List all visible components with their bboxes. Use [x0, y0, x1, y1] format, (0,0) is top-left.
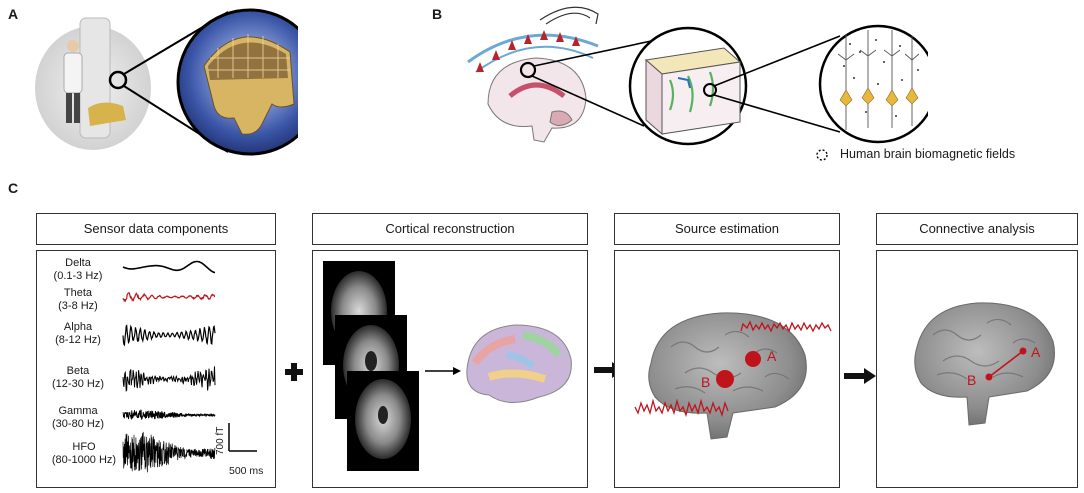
connect-label-a: A — [1031, 344, 1041, 360]
theta-waveform — [122, 292, 216, 303]
brain-source-illustration — [467, 6, 928, 146]
source-estimation-brain: A B — [634, 312, 832, 440]
band-label-alpha: Alpha(8-12 Hz) — [43, 321, 113, 347]
scale-amplitude-label: 700 fT — [215, 426, 226, 455]
scale-time-label: 500 ms — [229, 465, 264, 477]
bold-arrow-right-icon — [844, 368, 876, 384]
band-range: (12-30 Hz) — [52, 378, 104, 390]
step-title-cortical-reconstruction: Cortical reconstruction — [312, 213, 588, 245]
source-estimation-panel: A B — [614, 250, 840, 488]
alpha-waveform — [122, 324, 216, 347]
plus-icon — [285, 363, 303, 381]
band-label-theta: Theta(3-8 Hz) — [43, 287, 113, 313]
band-waveforms — [122, 260, 216, 473]
band-range: (3-8 Hz) — [58, 300, 98, 312]
band-range: (8-12 Hz) — [55, 334, 101, 346]
step-title-connective-analysis: Connective analysis — [876, 213, 1078, 245]
band-name: Theta — [63, 287, 93, 299]
band-name: Beta — [66, 365, 90, 377]
band-range: (0.1-3 Hz) — [53, 270, 103, 282]
hfo-waveform — [122, 431, 216, 473]
band-range: (30-80 Hz) — [52, 418, 104, 430]
mri-slices-illustration — [323, 261, 572, 471]
band-name: Gamma — [58, 405, 98, 417]
panel-label-a: A — [8, 6, 19, 22]
panel-label-b: B — [432, 6, 443, 22]
band-name: Delta — [65, 257, 91, 269]
meg-scanner-illustration — [35, 8, 298, 156]
cortical-reconstruction-panel — [312, 250, 588, 488]
band-label-delta: Delta(0.1-3 Hz) — [43, 257, 113, 283]
step-title-source-estimation: Source estimation — [614, 213, 840, 245]
band-label-hfo: HFO(80-1000 Hz) — [43, 441, 125, 467]
source-label-b: B — [701, 374, 710, 390]
band-label-gamma: Gamma(30-80 Hz) — [43, 405, 113, 431]
panel-label-c: C — [8, 180, 19, 196]
band-name: HFO — [72, 441, 96, 453]
connect-label-b: B — [967, 372, 976, 388]
band-name: Alpha — [63, 321, 93, 333]
band-range: (80-1000 Hz) — [51, 454, 117, 466]
gamma-waveform — [122, 409, 216, 421]
band-label-beta: Beta(12-30 Hz) — [43, 365, 113, 391]
connective-analysis-brain: A B — [914, 302, 1055, 426]
connective-analysis-panel: A B — [876, 250, 1078, 488]
dashed-circle-icon — [816, 149, 828, 161]
scale-bar — [228, 423, 257, 452]
legend-text: Human brain biomagnetic fields — [840, 147, 1016, 161]
delta-waveform — [122, 260, 216, 274]
step-title-sensor-data: Sensor data components — [36, 213, 276, 245]
beta-waveform — [122, 366, 216, 392]
source-label-a: A — [767, 348, 777, 364]
sensor-data-panel: Delta(0.1-3 Hz) Theta(3-8 Hz) Alpha(8-12… — [36, 250, 276, 488]
